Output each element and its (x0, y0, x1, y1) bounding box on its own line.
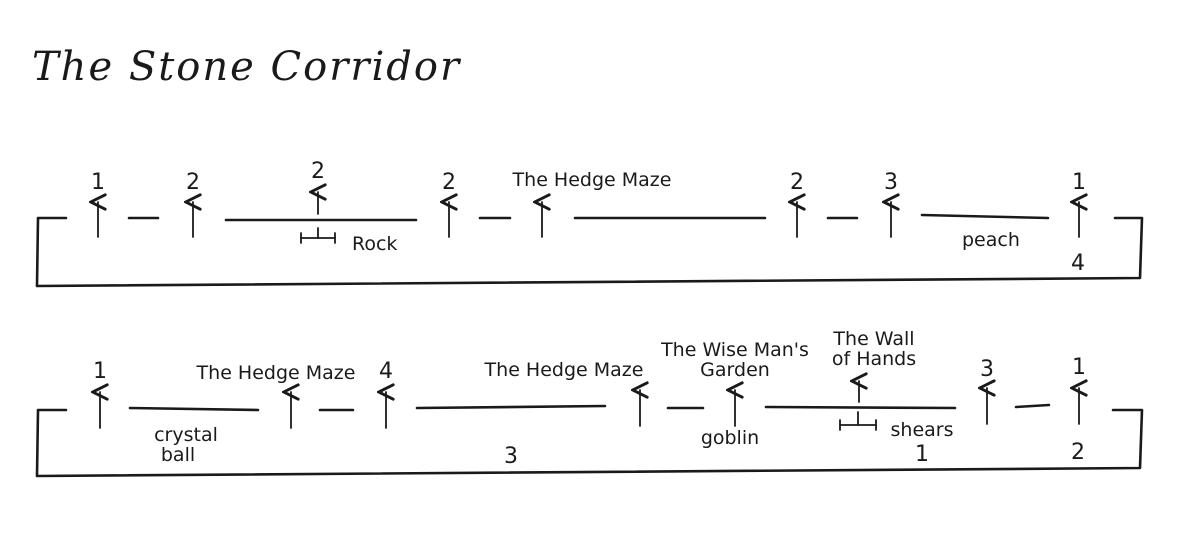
hedge-maze-label: The Hedge Maze (484, 359, 644, 381)
goblin-label: goblin (701, 427, 759, 449)
exit-number: 1 (93, 359, 107, 384)
rock-label: Rock (352, 233, 397, 255)
corridor-row-1: 1 2 2 2 2 3 1 The Hedge Maze Rock peach … (35, 159, 1144, 288)
wall-of-hands-label: The Wall (832, 328, 914, 350)
corridor-number: 3 (504, 444, 518, 469)
hedge-maze-label: The Hedge Maze (196, 362, 356, 384)
wise-mans-garden-label: The Wise Man's (660, 339, 809, 361)
crystal-ball-label: ball (161, 444, 195, 466)
row2-wall-segment (1014, 403, 1051, 409)
exit-number: 1 (1072, 170, 1086, 195)
exit-number: 2 (186, 170, 200, 195)
wise-mans-garden-label: Garden (700, 359, 770, 381)
corridor-row-2: 1 4 3 1 The Hedge Maze The Hedge Maze Th… (35, 328, 1144, 478)
corridor-number: 4 (1071, 251, 1085, 276)
exit-number: 2 (311, 159, 325, 184)
shears-marker-icon (839, 411, 877, 431)
hedge-maze-label: The Hedge Maze (512, 169, 672, 191)
rock-marker-icon (300, 227, 336, 244)
row2-wall-segment (128, 406, 260, 412)
peach-label: peach (962, 229, 1020, 251)
crystal-ball-label: crystal (154, 424, 218, 446)
corridor-number: 2 (1071, 440, 1085, 465)
row1-wall-segment (920, 213, 1050, 220)
exit-number: 2 (790, 170, 804, 195)
shears-label: shears (891, 419, 954, 441)
corridor-number: 1 (915, 442, 929, 467)
row2-outline (35, 408, 1144, 478)
exit-number: 3 (980, 357, 994, 382)
exit-number: 1 (1072, 355, 1086, 380)
row2-wall-segment (764, 405, 957, 410)
row1-outline (35, 216, 1144, 288)
exit-number: 1 (91, 170, 105, 195)
row2-wall-segment (415, 404, 607, 410)
exit-number: 4 (379, 359, 393, 384)
wall-of-hands-label: of Hands (832, 348, 916, 370)
exit-number: 2 (442, 170, 456, 195)
exit-number: 3 (884, 170, 898, 195)
page-title: The Stone Corridor (32, 44, 462, 90)
